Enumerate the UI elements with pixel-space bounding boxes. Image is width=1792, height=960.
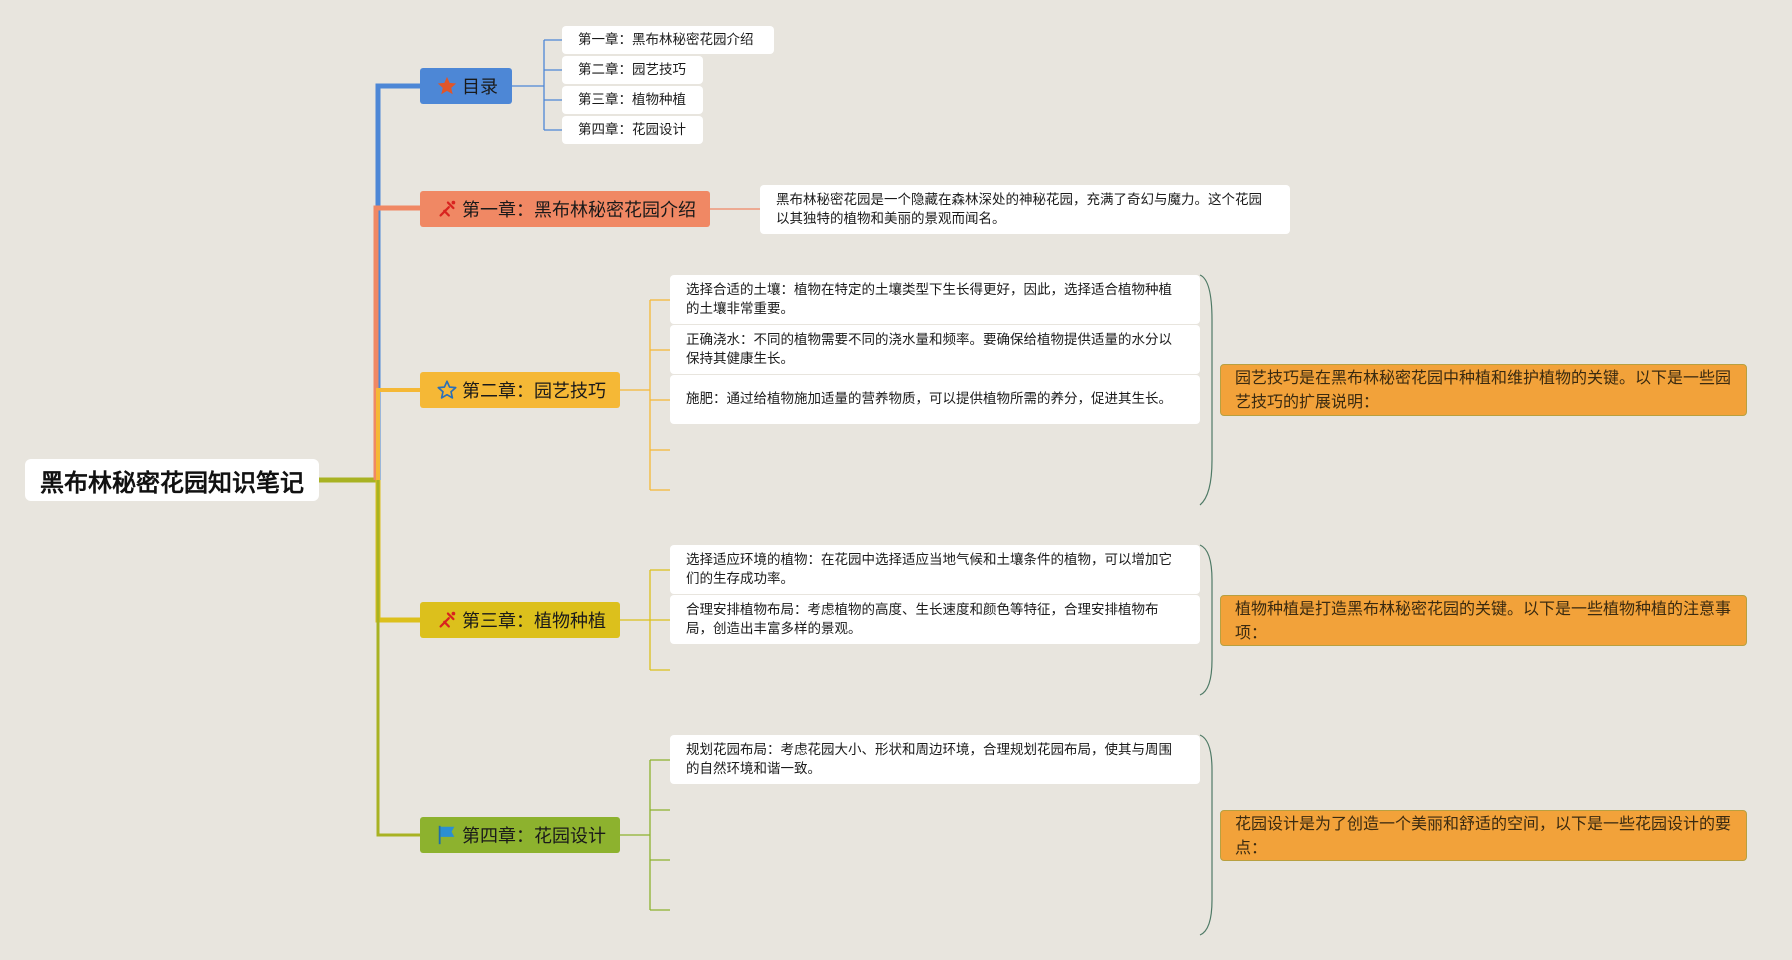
branch-chapter-3[interactable]: 第三章：植物种植: [420, 602, 620, 638]
branch-chapter-4[interactable]: 第四章：花园设计: [420, 817, 620, 853]
toc-item-4[interactable]: 第四章：花园设计: [562, 116, 703, 144]
star-outline-icon: [436, 379, 458, 401]
chapter-2-item-2[interactable]: 正确浇水：不同的植物需要不同的浇水量和频率。要确保给植物提供适量的水分以保持其健…: [670, 325, 1200, 374]
chapter-2-item-3[interactable]: 施肥：通过给植物施加适量的营养物质，可以提供植物所需的养分，促进其生长。: [670, 375, 1200, 424]
root-topic[interactable]: 黑布林秘密花园知识笔记: [25, 459, 319, 501]
flag-icon: [436, 824, 458, 846]
chapter-3-item-2[interactable]: 合理安排植物布局：考虑植物的高度、生长速度和颜色等特征，合理安排植物布局，创造出…: [670, 595, 1200, 644]
branch-chapter-4-label: 第四章：花园设计: [462, 826, 606, 847]
branch-chapter-2-label: 第二章：园艺技巧: [462, 381, 606, 402]
chapter-4-summary[interactable]: 花园设计是为了创造一个美丽和舒适的空间，以下是一些花园设计的要点：: [1220, 810, 1747, 861]
branch-chapter-3-label: 第三章：植物种植: [462, 611, 606, 632]
chapter-2-item-1[interactable]: 选择合适的土壤：植物在特定的土壤类型下生长得更好，因此，选择适合植物种植的土壤非…: [670, 275, 1200, 324]
chapter-2-summary[interactable]: 园艺技巧是在黑布林秘密花园中种植和维护植物的关键。以下是一些园艺技巧的扩展说明：: [1220, 364, 1747, 416]
toc-item-2[interactable]: 第二章：园艺技巧: [562, 56, 703, 84]
root-title: 黑布林秘密花园知识笔记: [40, 468, 304, 497]
branch-toc[interactable]: 目录: [420, 68, 512, 104]
star-icon: [436, 75, 458, 97]
branch-chapter-2[interactable]: 第二章：园艺技巧: [420, 372, 620, 408]
chapter-3-item-1[interactable]: 选择适应环境的植物：在花园中选择适应当地气候和土壤条件的植物，可以增加它们的生存…: [670, 545, 1200, 594]
tools-icon: [436, 609, 458, 631]
branch-toc-label: 目录: [462, 77, 498, 98]
tools-icon: [436, 198, 458, 220]
toc-item-3[interactable]: 第三章：植物种植: [562, 86, 703, 114]
branch-chapter-1-label: 第一章：黑布林秘密花园介绍: [462, 200, 696, 221]
branch-chapter-1[interactable]: 第一章：黑布林秘密花园介绍: [420, 191, 710, 227]
toc-item-1[interactable]: 第一章：黑布林秘密花园介绍: [562, 26, 774, 54]
chapter-3-summary[interactable]: 植物种植是打造黑布林秘密花园的关键。以下是一些植物种植的注意事项：: [1220, 595, 1747, 646]
chapter-4-item-1[interactable]: 规划花园布局：考虑花园大小、形状和周边环境，合理规划花园布局，使其与周围的自然环…: [670, 735, 1200, 784]
chapter-1-note[interactable]: 黑布林秘密花园是一个隐藏在森林深处的神秘花园，充满了奇幻与魔力。这个花园以其独特…: [760, 185, 1290, 234]
